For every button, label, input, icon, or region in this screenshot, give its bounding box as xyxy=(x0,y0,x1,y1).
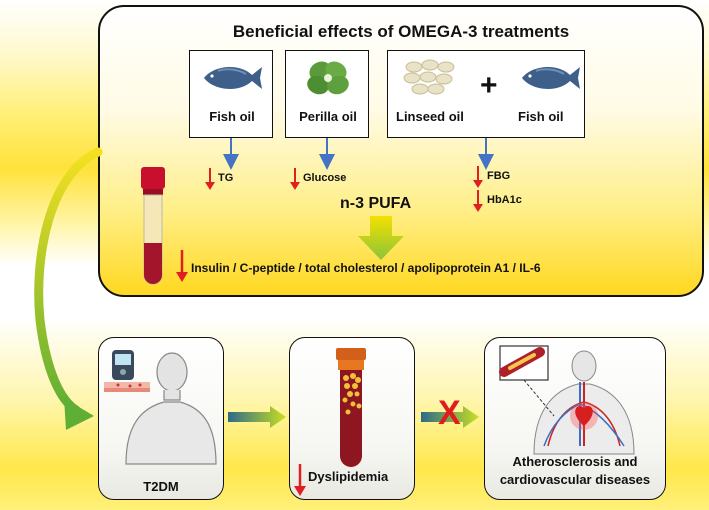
linseed-oil-label: Linseed oil xyxy=(396,109,464,124)
effect-fbg: FBG xyxy=(487,170,511,182)
down-arrow-icon xyxy=(294,464,306,496)
linseed-fish-oil-box: + Linseed oil Fish oil xyxy=(387,50,585,138)
glucose-meter-icon xyxy=(104,350,150,392)
person-icon xyxy=(125,352,217,465)
fish-icon xyxy=(522,67,580,89)
down-arrow-icon xyxy=(290,168,300,190)
fish-oil-box: Fish oil xyxy=(189,50,273,138)
down-arrow-icon xyxy=(473,190,483,212)
effect-tg: TG xyxy=(218,172,234,184)
dyslipidemia-label: Dyslipidemia xyxy=(308,469,389,484)
big-down-arrow-icon xyxy=(358,216,404,260)
cvd-label-line1: Atherosclerosis and xyxy=(512,454,638,469)
effect-glucose: Glucose xyxy=(303,172,347,184)
gradient-arrow-icon xyxy=(421,406,479,428)
lipid-tube-icon xyxy=(336,348,366,467)
n3-pufa-label: n-3 PUFA xyxy=(340,195,412,212)
down-arrow-icon xyxy=(473,166,483,188)
down-arrow-icon xyxy=(205,168,215,190)
t2dm-label: T2DM xyxy=(143,479,179,494)
blood-tube-icon xyxy=(141,167,165,285)
cardio-person-icon xyxy=(533,350,635,455)
fish-icon xyxy=(204,67,262,89)
cvd-label-line2: cardiovascular diseases xyxy=(499,472,651,487)
plus-sign: + xyxy=(480,69,498,102)
perilla-oil-label: Perilla oil xyxy=(299,109,357,124)
linseed-icon xyxy=(403,59,455,95)
block-mark: X xyxy=(438,394,461,432)
fish-oil-label-2: Fish oil xyxy=(518,109,564,124)
artery-plaque-icon xyxy=(499,345,555,417)
perilla-oil-box: Perilla oil xyxy=(285,50,369,138)
effect-hba1c: HbA1c xyxy=(487,194,522,206)
fish-oil-label: Fish oil xyxy=(209,109,255,124)
panel-title: Beneficial effects of OMEGA-3 treatments xyxy=(232,22,570,41)
down-arrow-icon xyxy=(176,250,188,282)
blood-effects-text: Insulin / C-peptide / total cholesterol … xyxy=(191,261,541,275)
gradient-arrow-icon xyxy=(228,406,286,428)
perilla-leaf-icon xyxy=(307,61,349,95)
